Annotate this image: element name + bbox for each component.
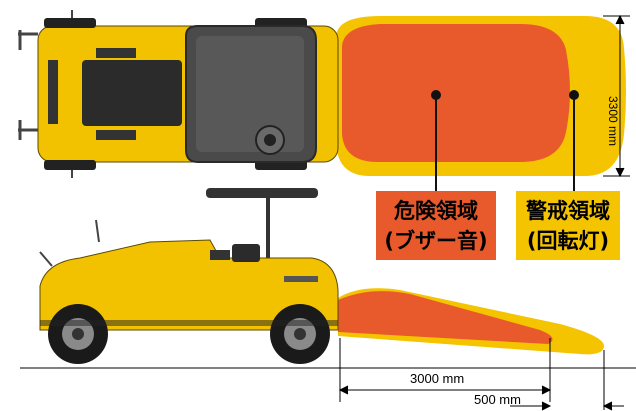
warning-zone-title: 警戒領域: [526, 198, 610, 223]
danger-zone-label: 危険領域 (ブザー音): [376, 191, 496, 260]
width-dimension: [603, 14, 630, 178]
warning-zone-label: 警戒領域 (回転灯): [516, 191, 620, 260]
danger-zone-top: [342, 24, 570, 162]
danger-zone-alert: (ブザー音): [384, 228, 488, 253]
roller-side-view: [39, 188, 339, 364]
danger-length-text: 3000 mm: [410, 371, 465, 386]
top-view: [18, 10, 630, 191]
roller-top-view: [18, 10, 339, 178]
zone-width-text: 3300 mm: [606, 96, 620, 147]
danger-zone-title: 危険領域: [394, 198, 478, 223]
danger-zone-side: [338, 291, 553, 344]
warning-zone-alert: (回転灯): [526, 228, 610, 253]
length-dimensions: [338, 338, 624, 411]
warning-extra-text: 500 mm: [474, 392, 521, 407]
side-view: [20, 188, 636, 369]
